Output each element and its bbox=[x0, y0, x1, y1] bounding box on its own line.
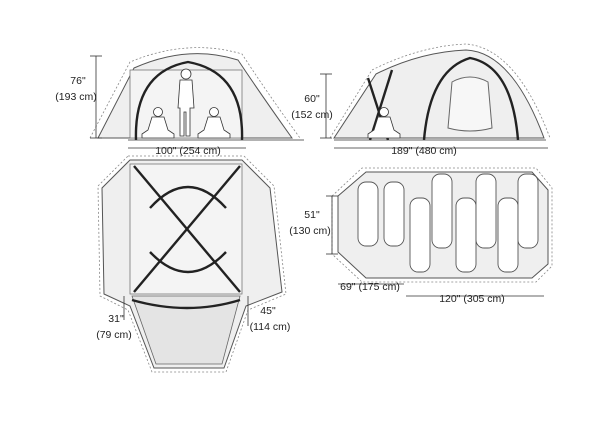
front-view: 76" (193 cm) 100" (254 cm) bbox=[55, 47, 304, 157]
front-fly-dashed bbox=[89, 47, 301, 139]
side-pole-main bbox=[422, 56, 520, 141]
floor-pole-arc-top bbox=[149, 185, 227, 209]
sleeping-bag bbox=[409, 197, 431, 273]
vest-right-inches: 45" bbox=[260, 305, 276, 317]
front-height-cm: (193 cm) bbox=[55, 91, 96, 103]
front-width-label: 100" (254 cm) bbox=[155, 145, 221, 157]
front-pole-arc bbox=[134, 60, 244, 141]
sleeping-bag bbox=[517, 173, 539, 249]
seated-person-figure-side bbox=[367, 107, 401, 139]
side-fly-outline bbox=[333, 49, 545, 139]
sleeping-bags bbox=[357, 173, 539, 273]
side-view: 60" (152 cm) 189" (480 cm) bbox=[291, 43, 551, 157]
vest-left-cm: (79 cm) bbox=[96, 329, 132, 341]
standing-person-figure bbox=[177, 68, 195, 137]
floor-pole-cross-2 bbox=[133, 165, 241, 293]
sleeping-bag bbox=[357, 181, 379, 247]
floor-pole-arc-bottom bbox=[149, 251, 227, 274]
seated-person-figure-right bbox=[197, 107, 231, 139]
side-height-inches: 60" bbox=[304, 93, 320, 105]
floor-pole-vestibule bbox=[131, 298, 241, 310]
vest-left-inches: 31" bbox=[108, 313, 124, 325]
door-panel bbox=[447, 76, 493, 132]
sleep-width-cm: (130 cm) bbox=[289, 225, 330, 237]
sleeping-bag bbox=[455, 197, 477, 273]
vest-right-cm: (114 cm) bbox=[250, 321, 291, 333]
sleeping-plan: 51" (130 cm) 69" (175 cm) 120" (305 cm) bbox=[289, 167, 553, 305]
floor-fly-dashed bbox=[97, 155, 287, 373]
sleep-inner-label: 120" (305 cm) bbox=[439, 293, 505, 305]
sleeping-bag bbox=[383, 181, 405, 247]
sleep-width-inches: 51" bbox=[304, 209, 320, 221]
sleeping-bag bbox=[497, 197, 519, 273]
sleeping-bag bbox=[431, 173, 453, 249]
seated-person-figure-left bbox=[141, 107, 175, 139]
sleeping-bag bbox=[475, 173, 497, 249]
side-length-label: 189" (480 cm) bbox=[391, 145, 457, 157]
floor-plan: 31" (79 cm) 45" (114 cm) bbox=[96, 155, 291, 373]
sleep-vest-label: 69" (175 cm) bbox=[340, 281, 400, 293]
side-height-cm: (152 cm) bbox=[291, 109, 332, 121]
front-height-inches: 76" bbox=[70, 75, 86, 87]
vestibule-area bbox=[131, 295, 241, 365]
side-fly-dashed bbox=[329, 43, 551, 139]
side-pole-front bbox=[368, 69, 394, 141]
